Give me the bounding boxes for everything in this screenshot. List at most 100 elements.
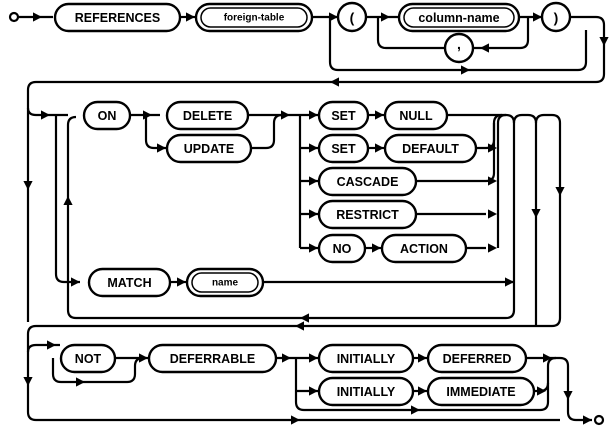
node-deferrable[interactable]: DEFERRABLE: [147, 343, 278, 374]
rail-comma-loop-left: [376, 17, 445, 50]
node-null-label: NULL: [399, 109, 433, 123]
arrow-icon: [177, 277, 186, 287]
arrow-icon: [309, 386, 318, 396]
node-lparen[interactable]: (: [336, 1, 368, 33]
node-deferrable-label: DEFERRABLE: [170, 352, 255, 366]
node-initially-immediate-initially[interactable]: INITIALLY: [317, 376, 415, 407]
node-deferred[interactable]: DEFERRED: [426, 343, 528, 374]
wrap-row1-to-row2: [26, 48, 606, 108]
rail-initially-bypass: [294, 383, 550, 412]
node-match[interactable]: MATCH: [87, 267, 172, 298]
arrow-icon: [309, 176, 318, 186]
arrow-icon: [533, 12, 542, 22]
node-set-default-set[interactable]: SET: [317, 133, 370, 164]
arrow-icon: [282, 353, 291, 363]
node-action[interactable]: ACTION: [380, 233, 468, 264]
node-immediate[interactable]: IMMEDIATE: [426, 376, 536, 407]
arrow-icon: [186, 12, 195, 22]
arrow-icon: [47, 340, 56, 350]
rail-to-end: [559, 356, 592, 422]
arrow-icon: [375, 143, 384, 153]
node-set-default-set-label: SET: [331, 142, 356, 156]
arrow-icon: [543, 353, 552, 363]
rail-wrap-1: [26, 48, 606, 108]
rail-comma-loop-right: [473, 17, 530, 50]
node-delete-label: DELETE: [183, 109, 232, 123]
arrow-icon: [309, 110, 318, 120]
arrow-icon: [41, 110, 50, 120]
arrow-icon: [23, 377, 33, 386]
arrow-icon: [505, 277, 514, 287]
node-cascade[interactable]: CASCADE: [317, 166, 418, 197]
arrow-icon: [375, 110, 384, 120]
node-set-null-set[interactable]: SET: [317, 100, 370, 131]
rail-rparen-to-right-trunk: [570, 15, 606, 48]
node-null[interactable]: NULL: [383, 100, 449, 131]
arrow-icon: [418, 386, 427, 396]
node-no[interactable]: NO: [317, 233, 367, 264]
arrow-icon: [291, 415, 300, 425]
arrow-icon: [309, 243, 318, 253]
node-restrict[interactable]: RESTRICT: [317, 199, 418, 230]
node-on[interactable]: ON: [82, 100, 132, 131]
node-update-label: UPDATE: [184, 142, 234, 156]
node-default-label: DEFAULT: [402, 142, 459, 156]
arrow-icon: [372, 243, 381, 253]
arrow-icon: [309, 143, 318, 153]
node-delete[interactable]: DELETE: [165, 100, 250, 131]
rail-repeat-loop-back: [66, 300, 516, 320]
arrow-icon: [461, 65, 470, 75]
rail-split-to-match: [54, 115, 80, 284]
row-deferrable: NOT DEFERRABLE INITIALLY DEFERRED: [23, 340, 605, 426]
arrow-icon: [537, 386, 546, 396]
arrow-icon: [488, 243, 497, 253]
rail-split-to-update: [144, 115, 166, 150]
arrow-icon: [411, 405, 420, 415]
rail-left-to-on: [26, 107, 68, 117]
row-on-action: ON DELETE UPDATE SET: [23, 100, 565, 323]
row-references: REFERENCES foreign-table ( column-name: [8, 1, 609, 75]
node-action-label: ACTION: [400, 242, 448, 256]
arrow-icon: [33, 12, 42, 22]
node-references[interactable]: REFERENCES: [53, 2, 182, 33]
rail-update-merge: [251, 113, 283, 150]
node-not-label: NOT: [75, 352, 102, 366]
node-on-label: ON: [98, 109, 117, 123]
node-update[interactable]: UPDATE: [165, 133, 253, 164]
rail-outer-right-trunk: [534, 113, 562, 196]
rail-wrap-2: [26, 196, 562, 352]
arrow-icon: [309, 209, 318, 219]
node-initially-immediate-initially-label: INITIALLY: [337, 385, 396, 399]
arrow-icon: [295, 321, 304, 331]
node-no-label: NO: [333, 242, 352, 256]
node-initially-deferred-initially[interactable]: INITIALLY: [317, 343, 415, 374]
node-column-name[interactable]: column-name: [397, 2, 521, 33]
arrow-icon: [531, 209, 541, 218]
arrow-icon: [157, 143, 166, 153]
node-cascade-label: CASCADE: [337, 175, 399, 189]
arrow-icon: [76, 377, 85, 387]
arrow-icon: [418, 353, 427, 363]
wrap-row2-to-row4: [26, 196, 562, 352]
node-default[interactable]: DEFAULT: [383, 133, 478, 164]
node-foreign-table[interactable]: foreign-table: [194, 2, 314, 33]
arrow-icon: [555, 187, 565, 196]
node-comma[interactable]: ,: [443, 32, 475, 64]
node-set-null-set-label: SET: [331, 109, 356, 123]
node-name[interactable]: name: [185, 267, 265, 298]
rail-immediate-merge: [534, 356, 557, 393]
node-initially-deferred-initially-label: INITIALLY: [337, 352, 396, 366]
rail-not-bypass: [51, 356, 144, 384]
arrow-icon: [583, 415, 592, 425]
arrow-icon: [563, 391, 573, 400]
node-rparen-label: ): [554, 10, 559, 26]
start-node: [8, 11, 20, 23]
rail-block-exit-right: [512, 113, 538, 322]
node-rparen[interactable]: ): [540, 1, 572, 33]
rail-deferrable-bypass: [26, 352, 560, 422]
node-not[interactable]: NOT: [59, 343, 117, 374]
node-immediate-label: IMMEDIATE: [446, 385, 515, 399]
end-node: [593, 414, 605, 426]
arrow-icon: [23, 181, 33, 190]
